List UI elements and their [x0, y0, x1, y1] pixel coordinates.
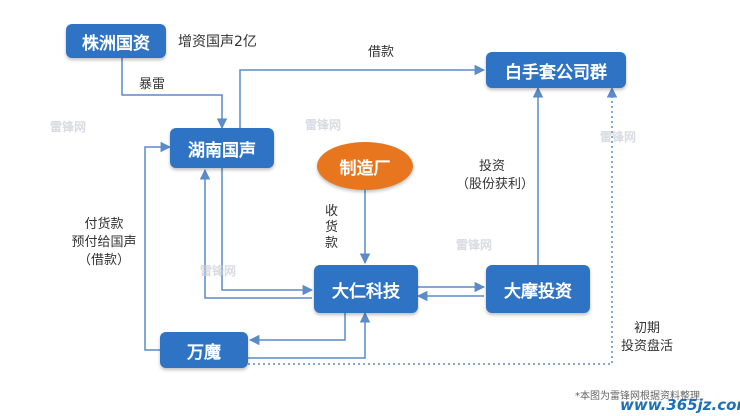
edge-daren-hunan — [199, 168, 312, 299]
watermark: 雷锋网 — [305, 118, 342, 132]
label-cashout-line1: 初期 — [633, 321, 660, 336]
site-watermark: www.365jz.com — [620, 396, 740, 414]
label-cashout: 初期 投资盘活 — [615, 320, 679, 356]
edge-hunan-baishou — [239, 64, 486, 128]
watermark: 雷锋网 — [200, 264, 237, 278]
label-left-payment: 付货款 预付给国声 （借款） — [62, 216, 146, 270]
label-payment: 收货款 — [325, 204, 339, 251]
watermark: 雷锋网 — [600, 130, 637, 144]
label-invest-line1: 投资 — [478, 159, 505, 174]
node-baishou-companies: 白手套公司群 — [486, 52, 626, 88]
label-invest: 投资 （股份获利） — [456, 158, 535, 194]
watermark: 雷锋网 — [50, 120, 87, 134]
label-cashout-line2: 投资盘活 — [620, 339, 673, 354]
label-loan: 借款 — [368, 45, 395, 60]
node-hunan-guosheng: 湖南国声 — [170, 128, 274, 168]
edge-hunan-daren — [221, 168, 314, 296]
label-explode: 暴雷 — [139, 77, 166, 92]
edge-wanmo-baishou-dotted — [248, 86, 618, 365]
node-wanmo: 万魔 — [160, 332, 248, 368]
label-left-line3: （借款） — [77, 253, 130, 268]
label-invest-line2: （股份获利） — [456, 177, 535, 192]
edge-zhuzhou-hunan — [121, 55, 228, 130]
edge-wanmo-daren — [248, 311, 371, 359]
node-daren-tech: 大仁科技 — [314, 265, 418, 313]
footnote: *本图为雷锋网根据资料整理 — [575, 391, 700, 402]
edge-wanmo-hunan — [144, 141, 172, 351]
label-capital-increase: 增资国声2亿 — [178, 34, 257, 50]
edge-daren-wanmo — [248, 313, 346, 346]
node-zhuzhou-guozi: 株洲国资 — [66, 24, 166, 58]
node-damo-invest: 大摩投资 — [486, 265, 590, 313]
watermark: 雷锋网 — [456, 238, 493, 252]
label-left-line2: 预付给国声 — [71, 235, 137, 250]
label-left-line1: 付货款 — [84, 217, 124, 232]
node-factory: 制造厂 — [317, 142, 413, 190]
